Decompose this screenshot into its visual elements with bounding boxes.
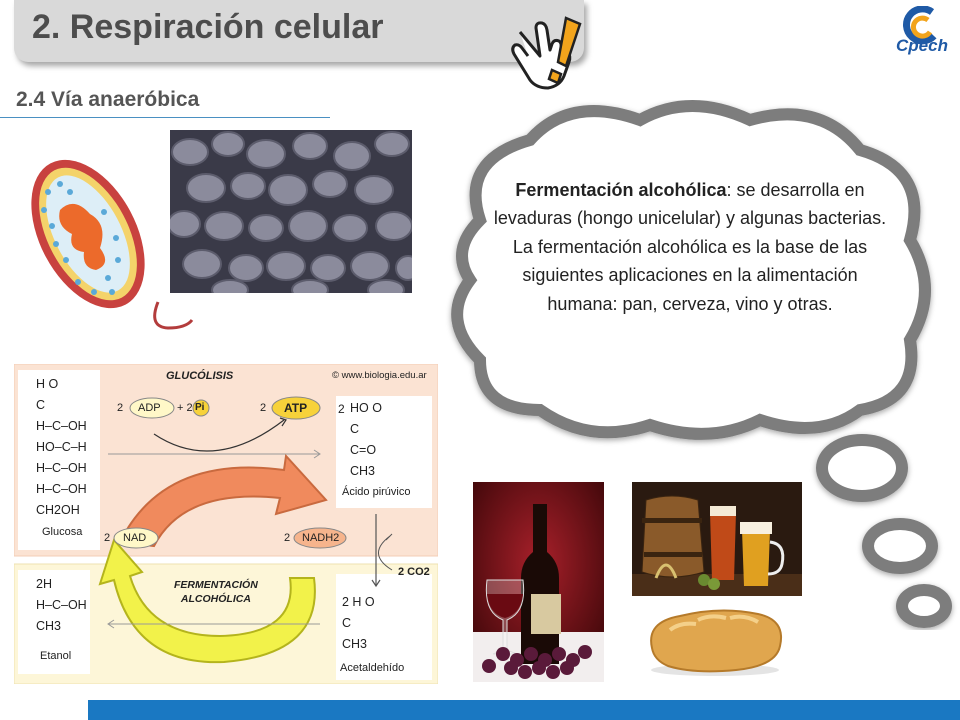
pyruvate-name: Ácido pirúvico <box>342 486 411 498</box>
cloud-line-2: La fermentación alcohólica es la base de… <box>512 236 868 314</box>
fermentation-label: FERMENTACIÓN ALCOHÓLICA <box>174 578 258 606</box>
ethanol-name: Etanol <box>40 650 72 662</box>
hand-pointer-icon <box>511 16 582 90</box>
cloud-description: Fermentación alcohólica: se desarrolla e… <box>492 176 888 318</box>
glucose-line: HO–C–H <box>36 440 87 454</box>
bacterium-illustration <box>31 159 194 330</box>
glucose-line: H–C–OH <box>36 461 87 475</box>
pyruvate-coefficient: 2 <box>338 402 345 416</box>
nadh-coefficient: 2 <box>284 532 291 544</box>
atp-coefficient: 2 <box>260 402 267 414</box>
ethanol-formula: 2H H–C–OH CH3 <box>36 574 87 637</box>
acetaldehyde-formula: 2 H O C CH3 <box>342 592 375 655</box>
adp-coefficient: 2 <box>117 402 124 414</box>
pyruvate-line: HO O <box>350 401 382 415</box>
fermentation-diagram: GLUCÓLISIS © www.biologia.edu.ar 2 ADP +… <box>14 364 438 684</box>
pyruvate-formula: HO O C C=O CH3 <box>350 398 382 482</box>
glucolisis-label: GLUCÓLISIS <box>166 370 234 382</box>
title-bar <box>14 0 584 62</box>
section-subtitle: 2.4 Vía anaeróbica <box>16 88 200 111</box>
glucose-name: Glucosa <box>42 526 83 538</box>
nad-label: NAD <box>123 532 147 544</box>
plus-two: + 2 <box>177 402 193 414</box>
glucose-line: H O <box>36 377 59 391</box>
acetaldehyde-line: CH3 <box>342 637 368 651</box>
glucose-line: H–C–OH <box>36 419 87 433</box>
pyruvate-line: CH3 <box>350 464 376 478</box>
wine-photo <box>473 482 604 682</box>
brand-name: Cpech <box>896 36 948 55</box>
atp-label: ATP <box>284 401 308 415</box>
bread-photo <box>640 600 790 682</box>
acetaldehyde-line: 2 H O <box>342 595 375 609</box>
glucose-line: CH2OH <box>36 503 80 517</box>
cloud-line-1: : se desarrolla en levaduras (hongo unic… <box>493 180 887 229</box>
co2-label: 2 CO2 <box>398 566 430 578</box>
fermentation-label-line: FERMENTACIÓN <box>174 579 258 591</box>
glucose-line: C <box>36 398 46 412</box>
glucose-formula: H O C H–C–OH HO–C–H H–C–OH H–C–OH CH2OH <box>36 374 87 521</box>
pyruvate-line: C <box>350 422 360 436</box>
fermentation-label-line: ALCOHÓLICA <box>180 593 251 605</box>
glucose-line: H–C–OH <box>36 482 87 496</box>
subtitle-underline <box>0 117 330 118</box>
beer-photo <box>632 482 802 596</box>
nad-coefficient: 2 <box>104 532 111 544</box>
pi-label: Pi <box>195 402 205 413</box>
page-title: 2. Respiración celular <box>32 8 384 46</box>
thought-cloud <box>451 100 952 628</box>
pyruvate-line: C=O <box>350 443 377 457</box>
diagram-credit: © www.biologia.edu.ar <box>332 370 427 381</box>
brand-logo-icon <box>903 6 937 45</box>
diagram-background <box>14 364 438 684</box>
ethanol-line: 2H <box>36 577 52 591</box>
adp-label: ADP <box>138 402 161 414</box>
yeast-micrograph <box>170 130 412 293</box>
cloud-bold-term: Fermentación alcohólica <box>515 180 727 200</box>
ethanol-line: H–C–OH <box>36 598 87 612</box>
acetaldehyde-name: Acetaldehído <box>340 662 405 674</box>
footer-bar <box>88 700 960 720</box>
nadh-label: NADH2 <box>302 532 340 544</box>
ethanol-line: CH3 <box>36 619 62 633</box>
acetaldehyde-line: C <box>342 616 352 630</box>
